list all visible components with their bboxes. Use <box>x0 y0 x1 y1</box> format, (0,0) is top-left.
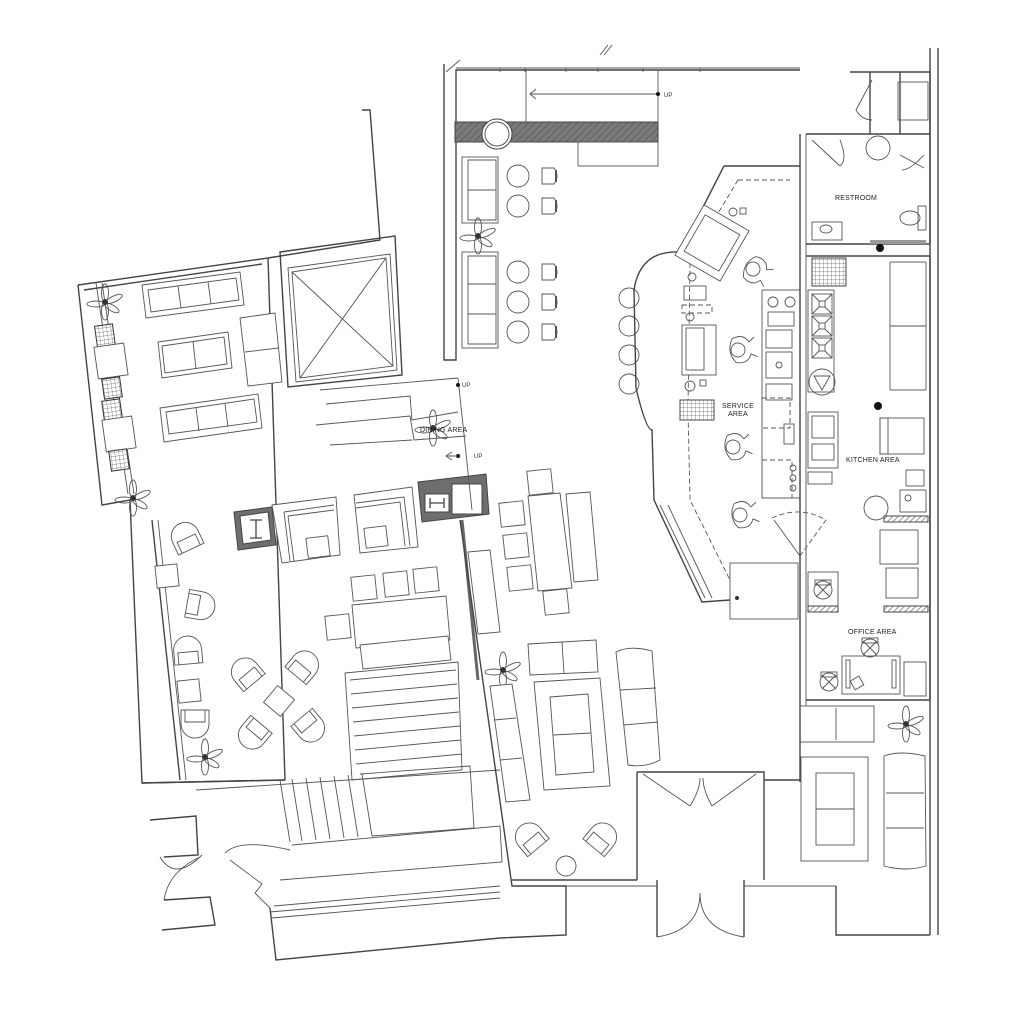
staircase-lower <box>141 765 503 919</box>
plant-icon <box>114 479 152 517</box>
up-marker-dining-lower: UP <box>474 454 482 460</box>
communal-table <box>324 566 452 670</box>
armchair-icon <box>509 816 550 858</box>
office <box>806 637 930 701</box>
office-chair-icon <box>819 671 839 692</box>
left-wing: UP UP DINING AREA <box>77 109 503 961</box>
person-icon <box>729 498 761 530</box>
service-counter <box>761 289 801 499</box>
person-icon <box>727 333 759 365</box>
restroom-label: RESTROOM <box>835 195 877 202</box>
lounge-center-lower <box>484 639 661 877</box>
armchair-icon <box>172 634 204 666</box>
entry-vestibule <box>566 771 930 938</box>
sofa-group-top <box>141 271 283 443</box>
armchair-icon <box>166 517 205 556</box>
armchair-icon <box>184 589 218 623</box>
up-marker-dining-upper: UP <box>462 383 470 389</box>
person-icon <box>722 430 754 462</box>
booth-I <box>233 506 277 551</box>
plant-icon <box>887 705 925 743</box>
service-wing: SERVICE AREA <box>633 48 939 935</box>
up-marker-top: UP <box>664 93 672 99</box>
kitchen-area-label: KITCHEN AREA <box>846 457 900 464</box>
plant-icon <box>186 738 224 776</box>
kitchen <box>806 255 931 700</box>
booth-H <box>417 473 490 523</box>
service-area-label-2: AREA <box>728 411 748 418</box>
bar-lounge: UP <box>443 44 930 939</box>
entry-doors-left <box>149 815 501 961</box>
office-chair-icon <box>813 579 833 600</box>
lounge-right-lower <box>799 705 927 870</box>
dining-set-center <box>460 468 599 681</box>
person-icon <box>739 253 776 290</box>
plant-icon <box>484 651 522 689</box>
elevator-shaft <box>287 253 398 383</box>
restroom <box>806 133 931 252</box>
armchair-icon <box>180 709 210 739</box>
service-area-label-1: SERVICE <box>722 403 754 410</box>
office-chair-icon <box>860 637 880 658</box>
round-stove <box>808 368 836 396</box>
window-dining <box>93 323 137 472</box>
staircase-center <box>344 661 463 781</box>
bar-banquettes <box>461 156 499 349</box>
dining-area-steps <box>315 377 473 511</box>
office-area-label: OFFICE AREA <box>848 629 897 636</box>
l-banquettes <box>271 486 419 564</box>
dining-area-label: DINING AREA <box>420 427 467 434</box>
armchair-icon <box>582 816 623 858</box>
bar-tables <box>506 164 558 344</box>
armchair-cluster <box>225 644 331 756</box>
